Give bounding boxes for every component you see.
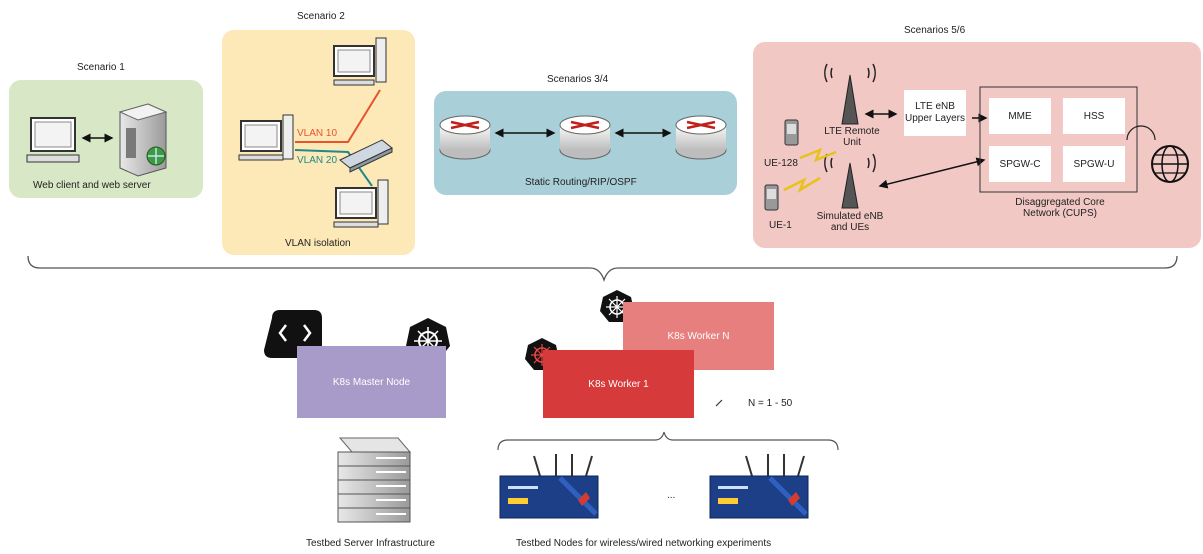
lte-tower-icon [824,63,876,125]
testbed-node-left-icon [499,454,599,519]
router2-icon [559,115,611,160]
nodes-ellipsis: ... [667,490,676,501]
scenario34-title: Scenarios 3/4 [547,74,609,85]
scenario1-caption: Web client and web server [33,180,151,191]
ue128-phone-icon [784,119,799,146]
hss-box: HSS [1063,98,1125,134]
core-network-label: Disaggregated Core Network (CUPS) [1015,197,1105,219]
scenario34-caption: Static Routing/RIP/OSPF [525,177,637,188]
pc-left-icon [238,114,294,161]
server-infrastructure-caption: Testbed Server Infrastructure [306,538,435,549]
sim-enb-label: Simulated eNB and UEs [816,211,884,233]
sim-enb-tower-icon [824,153,876,209]
testbed-nodes-caption: Testbed Nodes for wireless/wired network… [516,538,772,549]
server-rack-icon [337,437,412,523]
ue128-radio-icon [799,147,837,163]
k8s-worker-1: K8s Worker 1 [543,350,694,418]
nodes-brace [497,431,839,451]
vlan20-label: VLAN 20 [297,155,338,166]
scenario56-panel [753,42,1201,248]
scenario2-title: Scenario 2 [297,11,345,22]
globe-icon [1151,145,1189,183]
switch-icon [339,139,393,173]
mme-box: MME [989,98,1051,134]
sim-core-link [878,157,986,189]
vlan10-link [295,89,381,143]
pc-bottom-icon [333,179,389,228]
ue1-radio-icon [783,176,821,193]
web-server-icon [118,103,168,177]
lte-upper-layers-box: LTE eNB Upper Layers [904,90,966,136]
internet-arc [1126,125,1156,141]
sgwu-box: SPGW-U [1063,146,1125,182]
scenarios-brace [27,255,1178,283]
pc-top-icon [333,37,387,86]
node-range-label: N = 1 - 50 [748,398,793,409]
router1-icon [439,115,491,160]
k8s-master-node: K8s Master Node [297,346,446,418]
router3-icon [675,115,727,160]
testbed-node-right-icon [709,454,809,519]
scenario1-title: Scenario 1 [77,62,125,73]
client-computer-icon [26,117,80,163]
vlan20-link [294,149,373,187]
ue1-phone-icon [764,184,779,211]
scenario56-title: Scenarios 5/6 [904,25,966,36]
lte-remote-unit-label: LTE Remote Unit [824,126,880,148]
ue1-label: UE-1 [769,220,792,231]
vlan10-label: VLAN 10 [297,128,338,139]
range-tick-icon [715,399,723,407]
ue128-label: UE-128 [764,158,798,169]
scenario2-caption: VLAN isolation [285,238,351,249]
sgwc-box: SPGW-C [989,146,1051,182]
core-network-border [979,86,1138,193]
